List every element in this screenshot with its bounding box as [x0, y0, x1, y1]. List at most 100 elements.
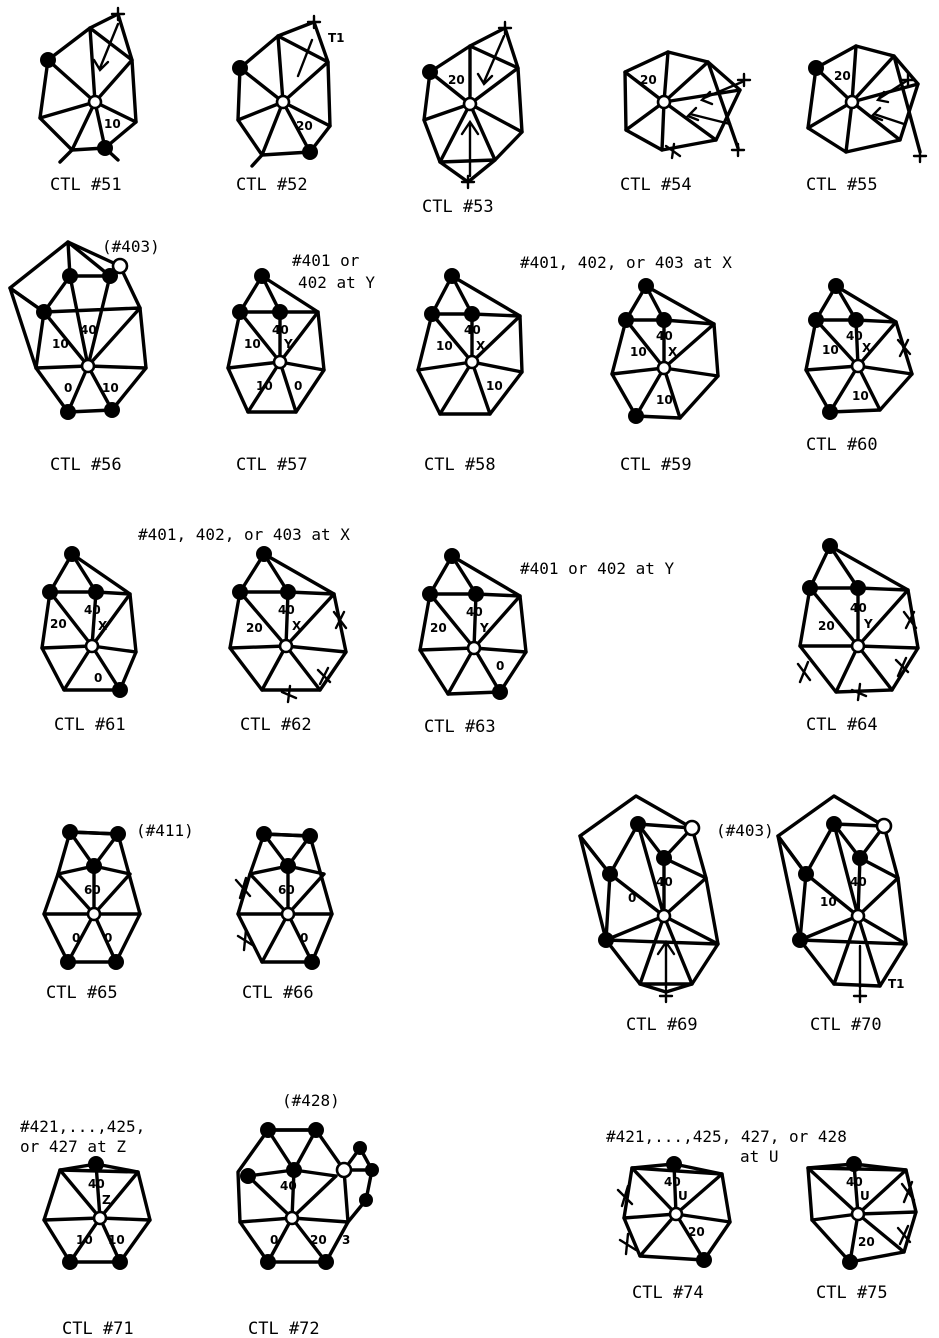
- hub-vertex: [468, 642, 480, 654]
- filled-vertex: [656, 312, 672, 328]
- filled-vertex: [848, 312, 864, 328]
- graph-spokes: [625, 52, 740, 150]
- degree-label: 0: [72, 931, 80, 945]
- degree-label: 0: [94, 671, 102, 685]
- hub-vertex: [86, 640, 98, 652]
- filled-vertex: [822, 538, 838, 554]
- filled-vertex: [630, 816, 646, 832]
- graph-outline: [238, 834, 332, 962]
- filled-vertex: [696, 1252, 712, 1268]
- hub-vertex: [82, 360, 94, 372]
- figure-note: (#403): [102, 237, 160, 256]
- vertex-label: X: [292, 619, 302, 633]
- vertex-label: X: [476, 339, 486, 353]
- hub-vertex: [94, 1212, 106, 1224]
- filled-vertex: [422, 64, 438, 80]
- figure-ctl-75: 40 U 20 CTL #75: [808, 1156, 916, 1303]
- figure-note: (#403): [716, 821, 774, 840]
- degree-label: 40: [278, 603, 295, 617]
- hub-vertex: [852, 1208, 864, 1220]
- degree-label: 10: [630, 345, 647, 359]
- filled-vertex: [842, 1254, 858, 1270]
- vertex-label: U: [860, 1189, 870, 1203]
- figure-ctl-58: 40 X 10 10 #401, 402, or 403 at X CTL #5…: [418, 253, 732, 475]
- hub-vertex: [88, 908, 100, 920]
- degree-label: 3: [342, 1233, 350, 1247]
- degree-label: 10: [244, 337, 261, 351]
- figure-ctl-60: 40 X 10 10 CTL #60: [806, 278, 912, 455]
- filled-vertex: [108, 954, 124, 970]
- open-vertex: [337, 1163, 351, 1177]
- figure-caption: CTL #62: [240, 715, 312, 735]
- arrow-line: [658, 942, 674, 988]
- hub-vertex: [658, 96, 670, 108]
- hub-vertex: [280, 640, 292, 652]
- degree-label: 10: [76, 1233, 93, 1247]
- figure-note: #421,...,425, 427, or 428: [606, 1127, 847, 1146]
- filled-vertex: [808, 312, 824, 328]
- degree-label: 10: [820, 895, 837, 909]
- degree-label: 10: [822, 343, 839, 357]
- degree-label: 0: [628, 891, 636, 905]
- filled-vertex: [422, 586, 438, 602]
- degree-label: 0: [294, 379, 302, 393]
- filled-vertex: [260, 1122, 276, 1138]
- degree-label: 40: [664, 1175, 681, 1189]
- figure-note: #401, 402, or 403 at X: [138, 525, 350, 544]
- filled-vertex: [302, 828, 318, 844]
- degree-label: 0: [270, 1233, 278, 1247]
- filled-vertex: [444, 548, 460, 564]
- filled-vertex: [280, 858, 296, 874]
- graph-spokes: [778, 824, 906, 986]
- filled-vertex: [464, 306, 480, 322]
- vertex-label: X: [862, 341, 872, 355]
- graph-outline: [44, 832, 140, 962]
- arrow-line: [298, 40, 312, 76]
- filled-vertex: [42, 584, 58, 600]
- figure-caption: CTL #69: [626, 1015, 698, 1035]
- filled-vertex: [822, 404, 838, 420]
- side-label: T1: [888, 977, 905, 991]
- figure-caption: CTL #55: [806, 175, 878, 195]
- degree-label: 40: [846, 1175, 863, 1189]
- figure-caption: CTL #70: [810, 1015, 882, 1035]
- figure-ctl-55: 20 CTL #55: [806, 46, 926, 195]
- figure-ctl-70: 40 10 T1 CTL #70: [778, 796, 906, 1035]
- figure-ctl-54: 20 CTL #54: [620, 52, 750, 195]
- figure-ctl-62: 40 X 20 CTL #62: [230, 546, 346, 735]
- filled-vertex: [60, 404, 76, 420]
- filled-vertex: [492, 684, 508, 700]
- filled-vertex: [318, 1254, 334, 1270]
- graph-outline: [418, 276, 522, 414]
- figure-caption: CTL #74: [632, 1283, 704, 1303]
- figure-caption: CTL #58: [424, 455, 496, 475]
- figure-note: #421,...,425,: [20, 1117, 145, 1136]
- degree-label: 0: [300, 931, 308, 945]
- vertex-label: X: [668, 345, 678, 359]
- figure-ctl-59: 40 X 10 10 CTL #59: [612, 278, 718, 475]
- hub-vertex: [658, 910, 670, 922]
- degree-label: 40: [464, 323, 481, 337]
- hub-vertex: [464, 98, 476, 110]
- filled-vertex: [792, 932, 808, 948]
- degree-label: 10: [102, 381, 119, 395]
- degree-label: 40: [272, 323, 289, 337]
- degree-label: 20: [640, 73, 657, 87]
- filled-vertex: [638, 278, 654, 294]
- degree-label: 60: [278, 883, 295, 897]
- figure-ctl-57: 40 Y 10 10 0 #401 or 402 at Y CTL #57: [228, 251, 375, 475]
- degree-label: 0: [496, 659, 504, 673]
- figure-note: (#428): [282, 1091, 340, 1110]
- figure-caption: CTL #71: [62, 1319, 134, 1338]
- filled-vertex: [359, 1193, 373, 1207]
- plus-mark: [112, 8, 124, 20]
- filled-vertex: [232, 584, 248, 600]
- filled-vertex: [802, 580, 818, 596]
- graph-outline: [228, 276, 324, 412]
- degree-label: 20: [310, 1233, 327, 1247]
- figure-ctl-72: 40 0 20 3 (#428) CTL #72: [238, 1091, 379, 1338]
- figure-caption: CTL #52: [236, 175, 308, 195]
- figure-caption: CTL #65: [46, 983, 118, 1003]
- degree-label: 40: [88, 1177, 105, 1191]
